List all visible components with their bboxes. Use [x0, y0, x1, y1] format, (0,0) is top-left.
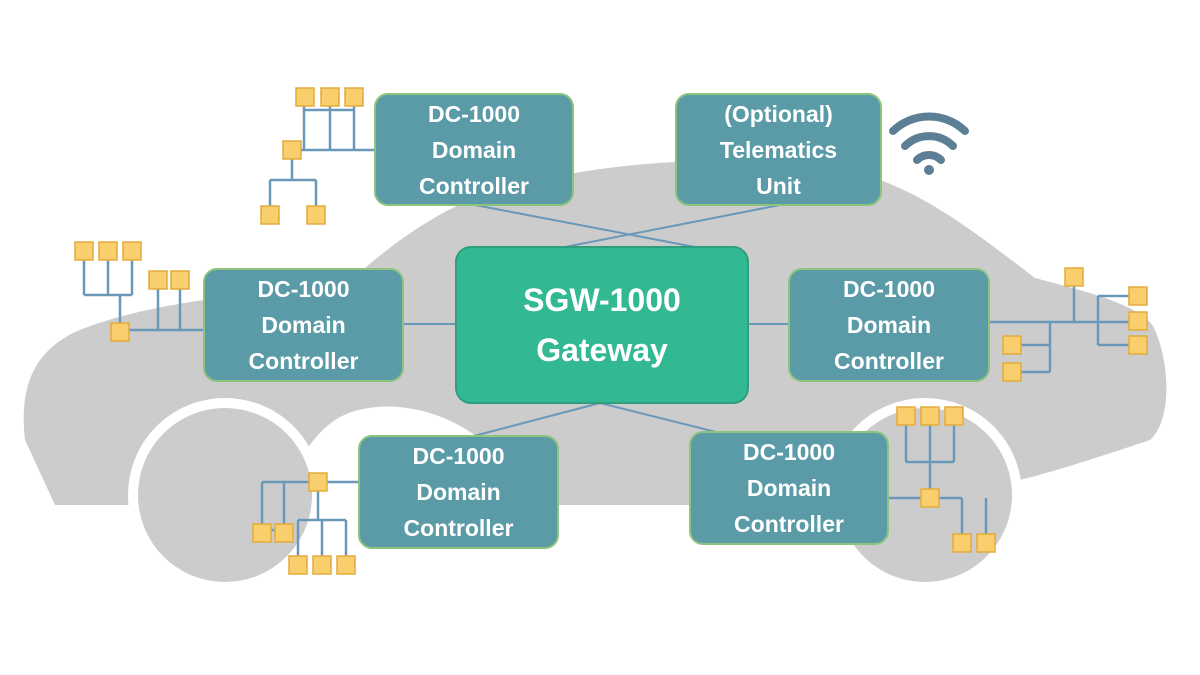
- sensor-node: [320, 87, 340, 107]
- sensor-node: [260, 205, 280, 225]
- sensor-node: [1002, 362, 1022, 382]
- sensor-node: [288, 555, 308, 575]
- telematics-unit: (Optional) Telematics Unit: [675, 93, 882, 206]
- sensor-node: [336, 555, 356, 575]
- gateway: SGW-1000 Gateway: [455, 246, 749, 404]
- controller-model: DC-1000: [742, 439, 836, 465]
- gateway-links: [402, 204, 790, 438]
- controller-label: Controller: [419, 172, 529, 199]
- controller-label: Domain: [431, 136, 517, 163]
- link-bottom-right: [599, 402, 721, 434]
- wifi-arc-outer: [889, 112, 969, 135]
- sensor-node: [952, 533, 972, 553]
- telematics-optional-label: (Optional): [724, 100, 833, 127]
- telematics-label: Unit: [756, 172, 801, 199]
- wifi-icon: [889, 112, 969, 175]
- sensor-node: [122, 241, 142, 261]
- controller-model: DC-1000: [427, 100, 521, 127]
- controller-model: DC-1000: [412, 443, 505, 469]
- controller-model: DC-1000: [257, 276, 350, 302]
- sensor-node: [1002, 335, 1022, 355]
- sensor-node: [274, 523, 294, 543]
- sensor-node: [74, 241, 94, 261]
- sensor-node: [920, 406, 940, 426]
- sensor-node: [1128, 335, 1148, 355]
- sensor-node: [295, 87, 315, 107]
- sensor-node: [920, 488, 940, 508]
- sensor-node: [252, 523, 272, 543]
- sensor-node: [306, 205, 326, 225]
- sensor-node: [170, 270, 190, 290]
- wifi-dot: [924, 165, 934, 175]
- bus-bottom-left: [260, 480, 362, 565]
- sensor-node: [944, 406, 964, 426]
- controller-label: Domain: [846, 312, 932, 338]
- sensor-node: [344, 87, 364, 107]
- domain-controller-top-left: DC-1000 Domain Controller: [374, 93, 574, 206]
- sensor-node: [896, 406, 916, 426]
- gateway-label: Gateway: [536, 332, 668, 368]
- wifi-arc-middle: [901, 132, 957, 150]
- domain-controller-bottom-left: DC-1000 Domain Controller: [358, 435, 559, 549]
- link-bottom-left: [469, 402, 601, 438]
- bus-mid-left: [82, 255, 206, 332]
- controller-label: Controller: [734, 511, 844, 537]
- controller-label: Domain: [261, 312, 346, 338]
- controller-label: Controller: [248, 348, 359, 374]
- sensor-bus-wiring: [82, 102, 1138, 565]
- sensor-node: [308, 472, 328, 492]
- domain-controller-bottom-right: DC-1000 Domain Controller: [689, 431, 889, 545]
- bus-top-left: [268, 102, 375, 212]
- gateway-model: SGW-1000: [523, 282, 681, 318]
- bus-mid-right: [990, 280, 1138, 374]
- telematics-label: Telematics: [719, 136, 838, 163]
- link-top-right: [559, 204, 781, 249]
- sensor-node: [312, 555, 332, 575]
- sensor-node: [1128, 311, 1148, 331]
- wifi-arc-inner: [913, 151, 945, 164]
- domain-controller-mid-left: DC-1000 Domain Controller: [203, 268, 404, 382]
- sensor-node: [110, 322, 130, 342]
- sensor-node: [98, 241, 118, 261]
- link-top-left: [474, 204, 701, 249]
- sensor-node: [1128, 286, 1148, 306]
- domain-controller-mid-right: DC-1000 Domain Controller: [788, 268, 990, 382]
- controller-label: Domain: [746, 475, 832, 501]
- controller-model: DC-1000: [842, 276, 936, 302]
- sensor-node: [1064, 267, 1084, 287]
- sensor-node: [282, 140, 302, 160]
- sensor-nodes: [74, 87, 1148, 575]
- sensor-node: [976, 533, 996, 553]
- controller-label: Domain: [416, 479, 501, 505]
- controller-label: Controller: [403, 515, 514, 541]
- controller-label: Controller: [834, 348, 944, 374]
- sensor-node: [148, 270, 168, 290]
